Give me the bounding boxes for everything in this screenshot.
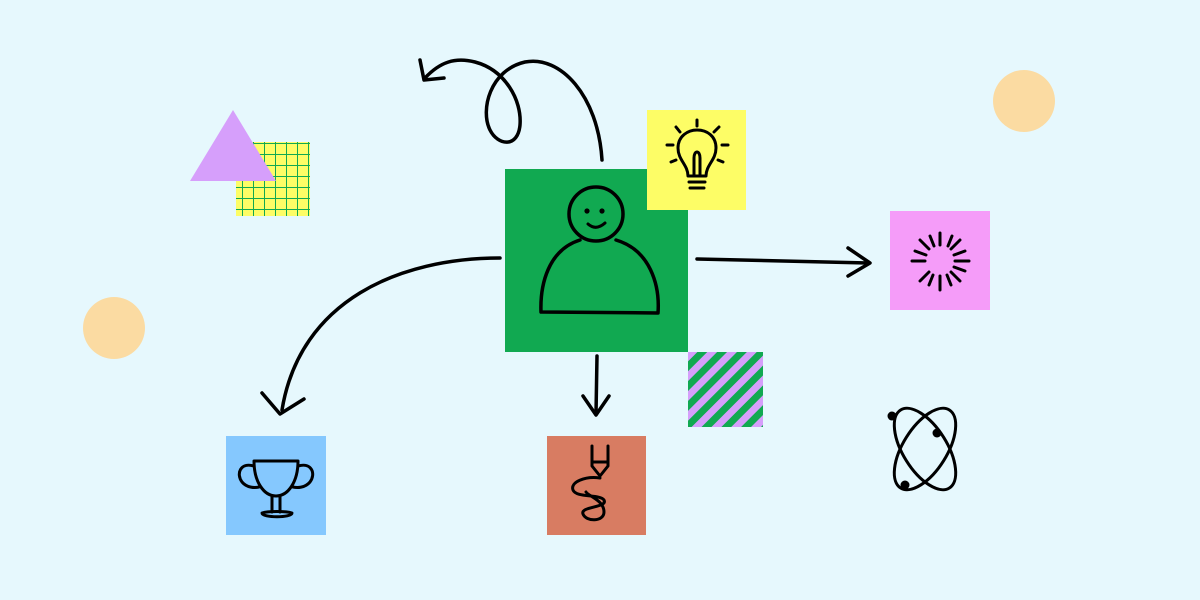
person-icon xyxy=(539,185,660,315)
striped-square xyxy=(688,352,763,427)
pen-scribble-icon xyxy=(571,444,610,522)
pen-scribble-card xyxy=(547,436,646,535)
arrow-down xyxy=(581,354,611,417)
purple-triangle xyxy=(190,110,276,181)
peach-circle-left xyxy=(83,297,145,359)
atom-icon xyxy=(887,406,958,492)
loop-arrow-up-left xyxy=(418,58,604,162)
trophy-icon xyxy=(237,459,315,519)
trophy-card xyxy=(226,436,326,535)
lightbulb-icon xyxy=(665,118,730,190)
lightbulb-card xyxy=(647,110,746,210)
peach-circle-right xyxy=(993,70,1055,132)
curved-arrow-down-left xyxy=(260,256,502,416)
sparkle-card xyxy=(890,211,990,310)
arrow-right xyxy=(695,246,872,278)
sparkle-icon xyxy=(910,231,971,292)
